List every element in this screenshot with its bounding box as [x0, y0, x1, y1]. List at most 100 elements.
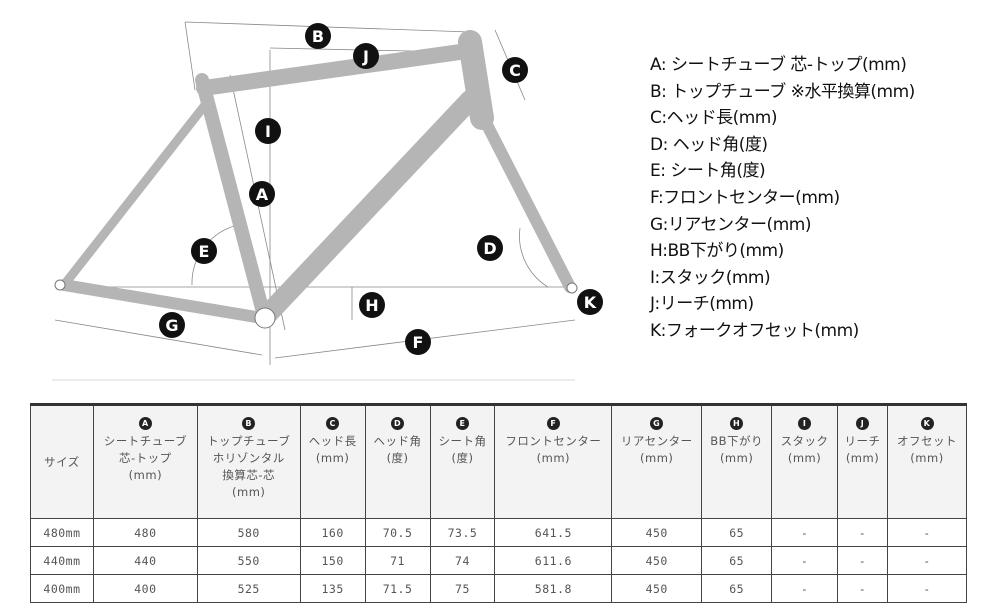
table-cell: 65: [701, 574, 773, 603]
legend-item: H:BB下がり(mm): [650, 241, 784, 262]
svg-text:A: A: [256, 185, 269, 204]
table-cell: -: [771, 518, 839, 547]
header-line: オフセット: [897, 434, 957, 448]
legend-item: F:フロントセンター(mm): [650, 187, 840, 208]
column-header: C ヘッド長 (mm): [299, 404, 366, 519]
svg-text:G: G: [165, 316, 178, 335]
rear-axle: [54, 279, 66, 291]
header-line: (mm): [536, 451, 571, 465]
table-cell: -: [837, 518, 888, 547]
badge-g: G: [650, 417, 664, 430]
svg-text:K: K: [584, 293, 597, 312]
table-cell: -: [887, 546, 967, 575]
B-marker: B: [305, 23, 331, 49]
header-line: (mm): [232, 485, 266, 499]
column-header: F フロントセンター (mm): [494, 404, 613, 519]
legend-item: E: シート角(度): [650, 161, 766, 182]
table-cell: 480: [92, 518, 198, 547]
table-cell: -: [887, 518, 967, 547]
header-line: (mm): [787, 451, 822, 465]
legend-item: D: ヘッド角(度): [650, 134, 768, 155]
legend-item: A: シートチューブ 芯-トップ(mm): [650, 55, 907, 75]
header-line: (度): [451, 451, 474, 465]
legend-item: K:フォークオフセット(mm): [650, 320, 859, 341]
svg-text:F: F: [413, 333, 424, 352]
table-cell: 580: [196, 518, 301, 547]
svg-text:H: H: [365, 296, 378, 315]
table-cell: 611.6: [494, 546, 613, 575]
header-line: フロントセンター: [505, 434, 602, 448]
table-cell: -: [837, 574, 888, 603]
H-marker: H: [359, 292, 385, 318]
legend-item: B: トップチューブ ※水平換算(mm): [650, 81, 915, 102]
J-marker: J: [353, 43, 379, 69]
header-line: シートチューブ: [103, 434, 188, 448]
table-cell: 641.5: [494, 518, 613, 547]
legend-item: G:リアセンター(mm): [650, 214, 811, 235]
table-cell: 450: [611, 518, 703, 547]
svg-text:E: E: [199, 242, 210, 261]
badge-i: I: [798, 417, 812, 430]
table-cell: 65: [701, 546, 773, 575]
header-line: ホリゾンタル: [212, 451, 285, 465]
badge-e: E: [455, 417, 469, 430]
table-cell: -: [771, 546, 839, 575]
column-header: サイズ: [30, 404, 94, 519]
badge-j: J: [856, 417, 870, 430]
header-line: (mm): [719, 451, 754, 465]
D-marker: D: [477, 235, 503, 261]
header-line: リアセンター: [620, 434, 693, 448]
badge-c: C: [326, 417, 340, 430]
table-cell: -: [887, 574, 967, 603]
table-cell: 440mm: [30, 546, 94, 575]
table-cell: 440: [92, 546, 198, 575]
header-line: 換算芯-芯: [222, 468, 276, 482]
header-line: 芯-トップ: [119, 451, 172, 465]
table-cell: 400mm: [30, 574, 94, 603]
K-marker: K: [577, 289, 603, 315]
table-cell: 71.5: [364, 574, 431, 603]
G-marker: G: [159, 312, 185, 338]
bike-geometry-diagram: A B C D E F G H I J K: [52, 21, 603, 381]
svg-text:C: C: [509, 61, 521, 80]
bottom-bracket: [254, 307, 276, 329]
header-line: BB下がり: [710, 434, 764, 448]
header-line: ヘッド長: [308, 434, 357, 448]
table-cell: 400: [92, 574, 198, 603]
svg-text:J: J: [362, 47, 369, 66]
badge-d: D: [391, 417, 405, 430]
F-marker: F: [405, 329, 431, 355]
table-cell: 65: [701, 518, 773, 547]
legend-item: J:リーチ(mm): [650, 294, 754, 315]
E-marker: E: [191, 238, 217, 264]
header-line: ヘッド角: [373, 434, 422, 448]
header-line: スタック: [780, 434, 829, 448]
badge-b: B: [242, 417, 256, 430]
header-line: (mm): [910, 451, 944, 465]
table-cell: -: [771, 574, 839, 603]
table-cell: 450: [611, 546, 703, 575]
C-marker: C: [502, 57, 528, 83]
A-marker: A: [249, 181, 275, 207]
badge-k: K: [920, 417, 934, 430]
table-cell: 450: [611, 574, 703, 603]
table-cell: 73.5: [429, 518, 496, 547]
header-line: リーチ: [844, 434, 881, 448]
table-cell: 70.5: [364, 518, 431, 547]
column-header: I スタック (mm): [771, 404, 839, 519]
table-cell: 525: [196, 574, 301, 603]
header-line: (mm): [315, 451, 350, 465]
badge-f: F: [546, 417, 560, 430]
svg-text:D: D: [483, 239, 496, 258]
column-header: D ヘッド角 (度): [364, 404, 431, 519]
header-line: (度): [386, 451, 409, 465]
